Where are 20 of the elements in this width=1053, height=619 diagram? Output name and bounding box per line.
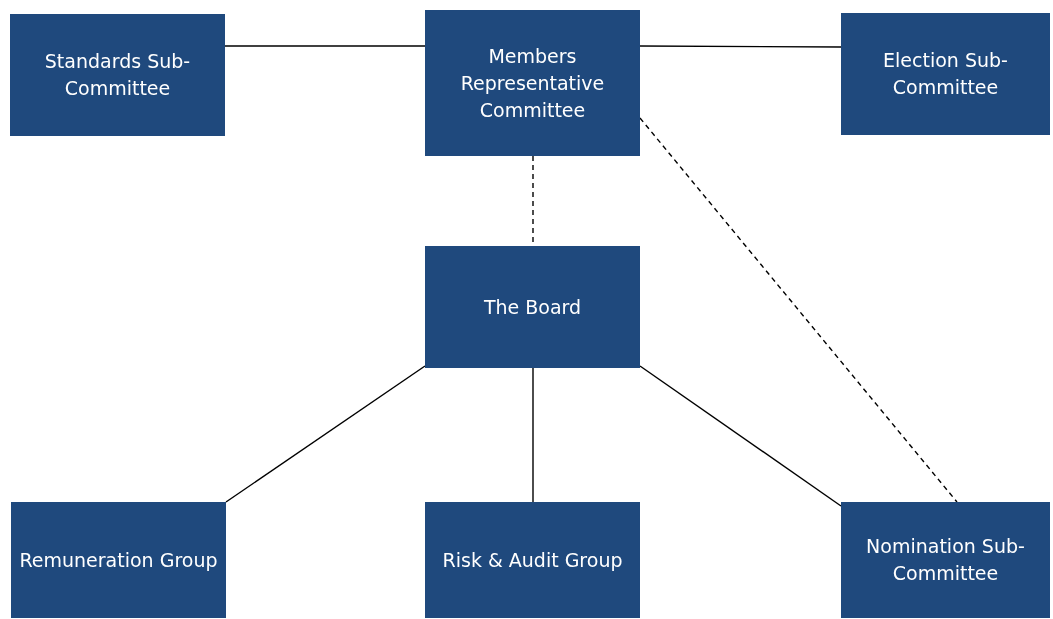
box-label: Remuneration Group [19,547,218,573]
box-label: Risk & Audit Group [442,547,623,573]
box-label: The Board [483,294,582,320]
org-box [425,502,640,618]
org-box [841,13,1050,135]
org-box [425,10,640,156]
connector-line [532,367,534,503]
org-box [425,246,640,368]
box-label: Nomination Sub-Committee [865,534,1026,586]
connector-line [225,365,426,503]
box-label: Standards Sub-Committee [43,49,192,101]
connector-line [639,117,958,503]
connector-line [639,45,842,48]
box-label: Election Sub-Committee [882,48,1009,100]
org-box [841,502,1050,618]
connector-line [639,365,842,507]
connector-line [224,45,426,47]
org-box [11,502,226,618]
box-label: Members Representative Committee [459,43,606,123]
org-box [10,14,225,136]
